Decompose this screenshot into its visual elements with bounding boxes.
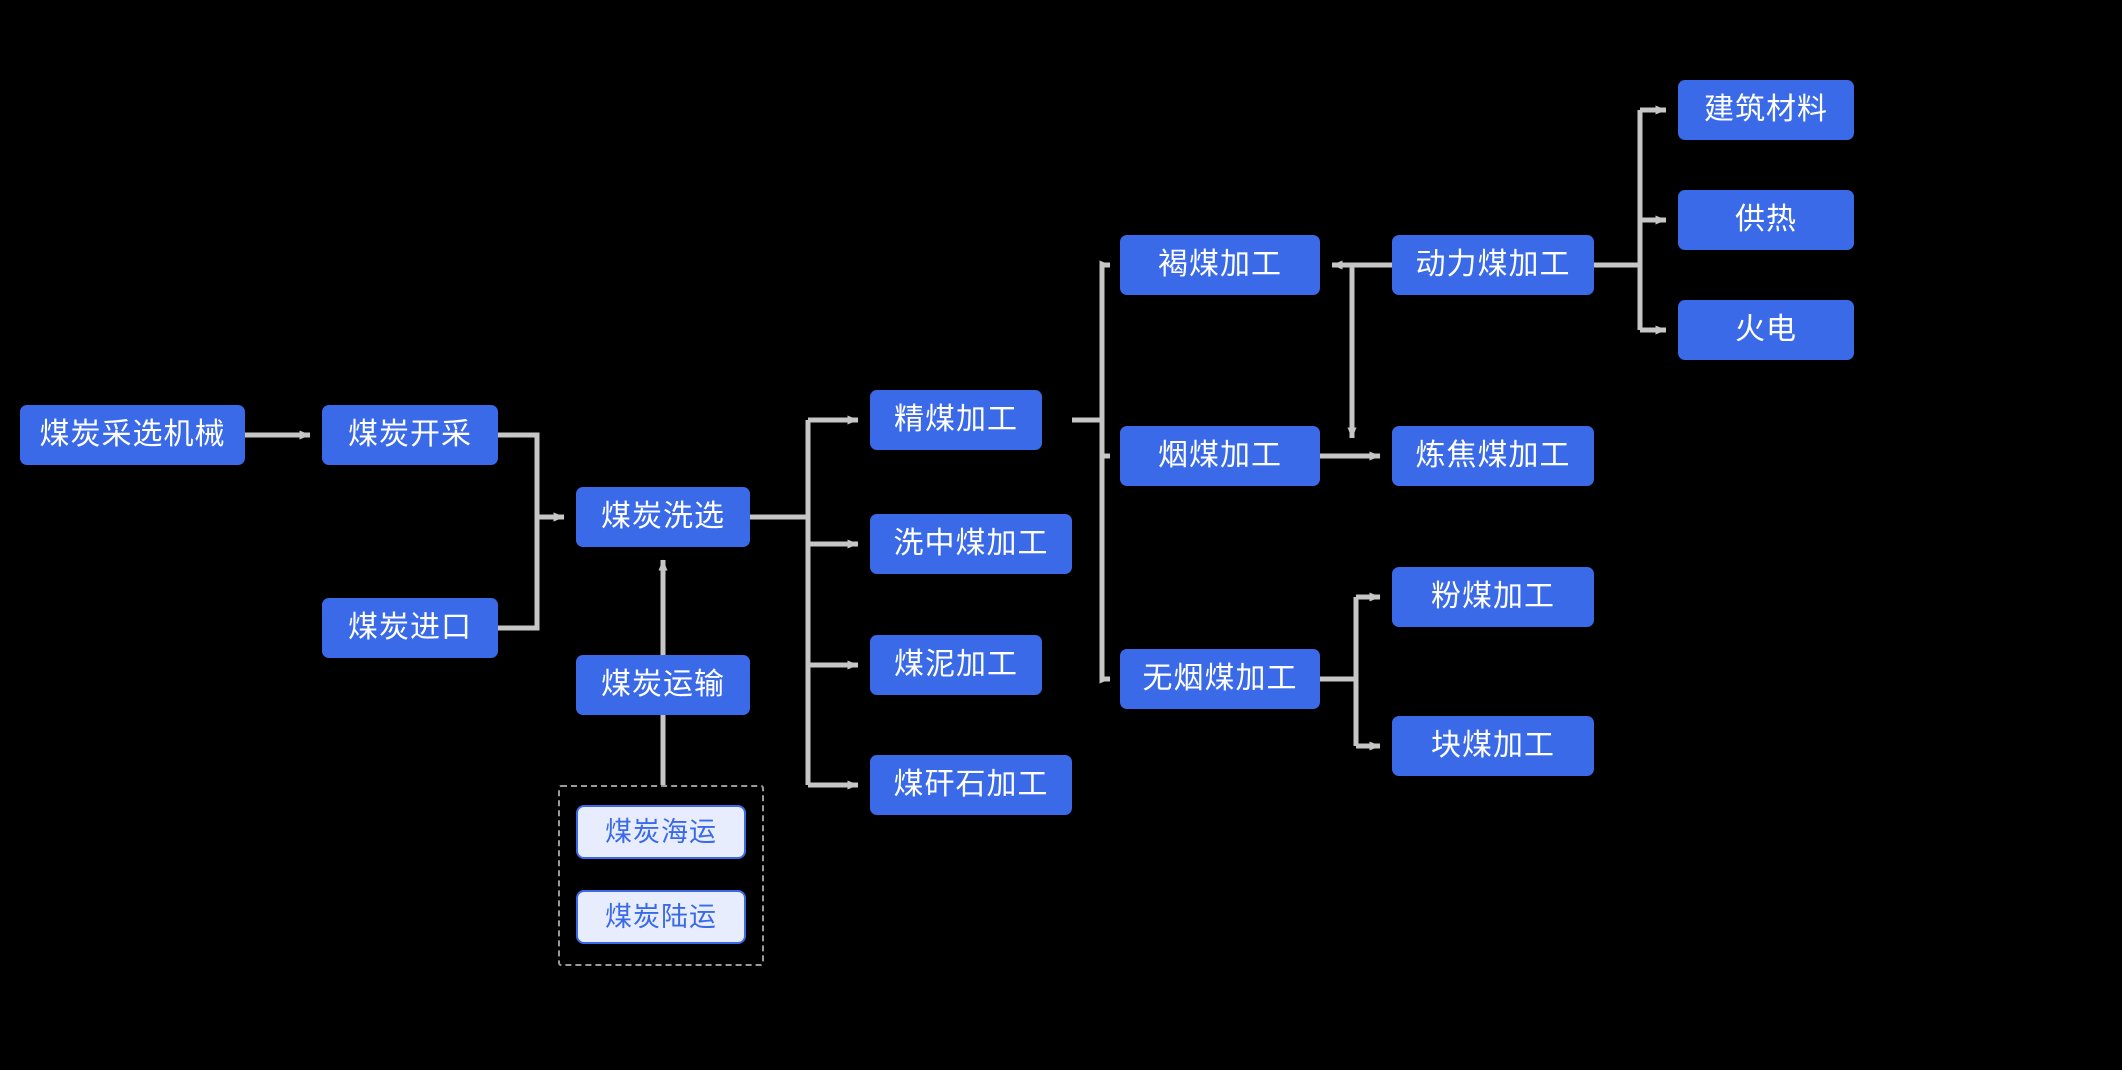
- node-label: 炼焦煤加工: [1415, 439, 1571, 472]
- node-label: 烟煤加工: [1158, 439, 1282, 472]
- node-coking-coal-processing[interactable]: 炼焦煤加工: [1392, 426, 1594, 486]
- group-transport-modes: [558, 785, 764, 966]
- node-label: 煤炭洗选: [601, 500, 725, 533]
- node-building-materials[interactable]: 建筑材料: [1678, 80, 1854, 140]
- node-label: 褐煤加工: [1158, 248, 1282, 281]
- node-clean-coal-processing[interactable]: 精煤加工: [870, 390, 1042, 450]
- node-label: 供热: [1735, 203, 1797, 236]
- node-label: 煤炭采选机械: [39, 418, 226, 451]
- node-label: 精煤加工: [894, 403, 1018, 436]
- node-pulverized-coal-processing[interactable]: 粉煤加工: [1392, 567, 1594, 627]
- node-thermal-power[interactable]: 火电: [1678, 300, 1854, 360]
- node-label: 建筑材料: [1704, 93, 1828, 126]
- node-gangue-processing[interactable]: 煤矸石加工: [870, 755, 1072, 815]
- edge-mining-to-washing: [498, 432, 565, 522]
- node-steam-coal-processing[interactable]: 动力煤加工: [1392, 235, 1594, 295]
- node-label: 煤泥加工: [894, 648, 1018, 681]
- node-anthracite-processing[interactable]: 无烟煤加工: [1120, 649, 1320, 709]
- node-coal-land-transport[interactable]: 煤炭陆运: [576, 890, 746, 944]
- node-coal-mining[interactable]: 煤炭开采: [322, 405, 498, 465]
- node-label: 块煤加工: [1431, 729, 1555, 762]
- node-lump-coal-processing[interactable]: 块煤加工: [1392, 716, 1594, 776]
- edge-import-to-washing: [498, 512, 565, 631]
- node-label: 洗中煤加工: [893, 527, 1049, 560]
- node-label: 煤炭运输: [601, 668, 725, 701]
- node-mining-machinery[interactable]: 煤炭采选机械: [20, 405, 245, 465]
- node-lignite-processing[interactable]: 褐煤加工: [1120, 235, 1320, 295]
- node-label: 无烟煤加工: [1142, 662, 1298, 695]
- node-label: 煤炭海运: [605, 816, 717, 847]
- node-label: 火电: [1735, 313, 1797, 346]
- node-middling-coal-processing[interactable]: 洗中煤加工: [870, 514, 1072, 574]
- node-label: 粉煤加工: [1431, 580, 1555, 613]
- node-coal-import[interactable]: 煤炭进口: [322, 598, 498, 658]
- node-heating-supply[interactable]: 供热: [1678, 190, 1854, 250]
- node-coal-washing[interactable]: 煤炭洗选: [576, 487, 750, 547]
- node-label: 煤炭陆运: [605, 901, 717, 932]
- node-bituminous-processing[interactable]: 烟煤加工: [1120, 426, 1320, 486]
- node-coal-sea-transport[interactable]: 煤炭海运: [576, 805, 746, 859]
- node-label: 动力煤加工: [1415, 248, 1571, 281]
- node-label: 煤矸石加工: [893, 768, 1049, 801]
- node-label: 煤炭进口: [348, 611, 472, 644]
- node-coal-slime-processing[interactable]: 煤泥加工: [870, 635, 1042, 695]
- node-label: 煤炭开采: [348, 418, 472, 451]
- node-coal-transport[interactable]: 煤炭运输: [576, 655, 750, 715]
